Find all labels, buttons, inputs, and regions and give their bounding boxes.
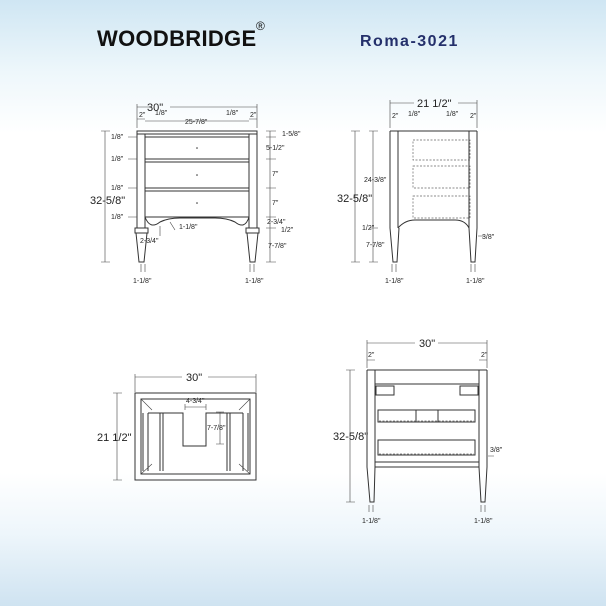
brand-logo: WOODBRIDGE	[97, 26, 257, 51]
front-leg-offset-label: 2-3/4"	[140, 238, 159, 245]
side-body-label: 24-3/8"	[364, 177, 387, 184]
back-height-label: 32-5/8"	[333, 431, 368, 443]
front-gap-left-label: 1/8"	[155, 110, 168, 117]
front-gap-label: 1/8"	[111, 214, 124, 221]
side-leg-label: 7-7/8"	[366, 242, 385, 249]
back-side-left-label: 2"	[368, 352, 375, 359]
front-right-dim-label: 5-1/2"	[266, 145, 285, 152]
back-shelf-label: 3/8"	[490, 447, 503, 454]
registered-mark: ®	[256, 19, 265, 33]
back-width-label: 30"	[419, 338, 435, 350]
front-right-dim-label: 7"	[272, 171, 279, 178]
front-apron-label: 1-1/8"	[179, 224, 198, 231]
side-side-right-label: 2"	[470, 113, 477, 120]
front-inner-width-label: 25-7/8"	[185, 119, 208, 126]
back-side-right-label: 2"	[481, 352, 488, 359]
front-right-dim-label: 2-3/4"	[267, 219, 286, 226]
front-gap-label: 1/8"	[111, 134, 124, 141]
front-gap-right-label: 1/8"	[226, 110, 239, 117]
front-height-label: 32-5/8"	[90, 195, 125, 207]
side-rail-label: 1/2"	[362, 225, 375, 232]
back-leg-left-label: 1-1/8"	[362, 518, 381, 525]
side-height-label: 32-5/8"	[337, 193, 372, 205]
front-leg-right-label: 1-1/8"	[245, 278, 264, 285]
front-right-dim-label: 7"	[272, 200, 279, 207]
front-width-label: 30"	[147, 102, 163, 114]
back-leg-right-label: 1-1/8"	[474, 518, 493, 525]
top-view: 30" 21 1/2" 4-3/4" 7-7/8"	[97, 372, 257, 481]
top-cutout-width-label: 4-3/4"	[186, 398, 205, 405]
front-side-right-label: 2"	[250, 112, 257, 119]
front-right-dim-label: 7-7/8"	[268, 243, 287, 250]
front-side-left-label: 2"	[139, 112, 146, 119]
side-leg-right-label: 1-1/8"	[466, 278, 485, 285]
side-view: 21 1/2" 2" 1/8" 1/8" 2" 32-5/8" 24-3/8" …	[337, 98, 495, 285]
front-right-dim-label: 1-5/8"	[282, 131, 301, 138]
front-view: 30" 2" 1/8" 1/8" 2" 25-7/8" 32-5/8" 1/8"…	[90, 102, 301, 285]
top-depth-label: 21 1/2"	[97, 432, 132, 444]
front-gap-label: 1/8"	[111, 185, 124, 192]
side-side-left-label: 2"	[392, 113, 399, 120]
top-cutout-depth-label: 7-7/8"	[207, 425, 226, 432]
top-width-label: 30"	[186, 372, 202, 384]
side-gap-right-label: 1/8"	[446, 111, 459, 118]
side-leg-left-label: 1-1/8"	[385, 278, 404, 285]
front-gap-label: 1/8"	[111, 156, 124, 163]
side-depth-label: 21 1/2"	[417, 98, 452, 110]
front-leg-left-label: 1-1/8"	[133, 278, 152, 285]
side-gap-left-label: 1/8"	[408, 111, 421, 118]
side-inset-label: 3/8"	[482, 234, 495, 241]
back-view: 30" 2" 2" 32-5/8" 3/8" 1-1/8" 1-1/8"	[333, 338, 503, 525]
front-right-dim-label: 1/2"	[281, 227, 294, 234]
model-name: Roma-3021	[360, 33, 459, 50]
